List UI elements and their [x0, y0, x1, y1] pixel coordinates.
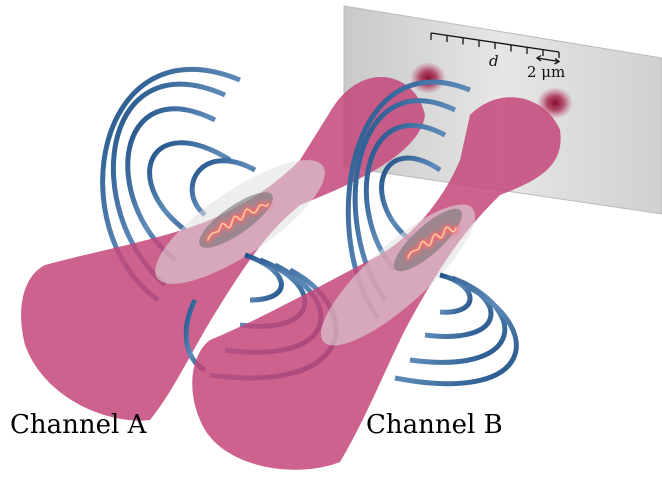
detected-spot-a [410, 62, 446, 94]
scale-label: 2 μm [527, 63, 565, 81]
distance-label: d [489, 52, 499, 70]
caption-channel-b: Channel B [366, 412, 503, 438]
caption-channel-a: Channel A [10, 412, 146, 438]
